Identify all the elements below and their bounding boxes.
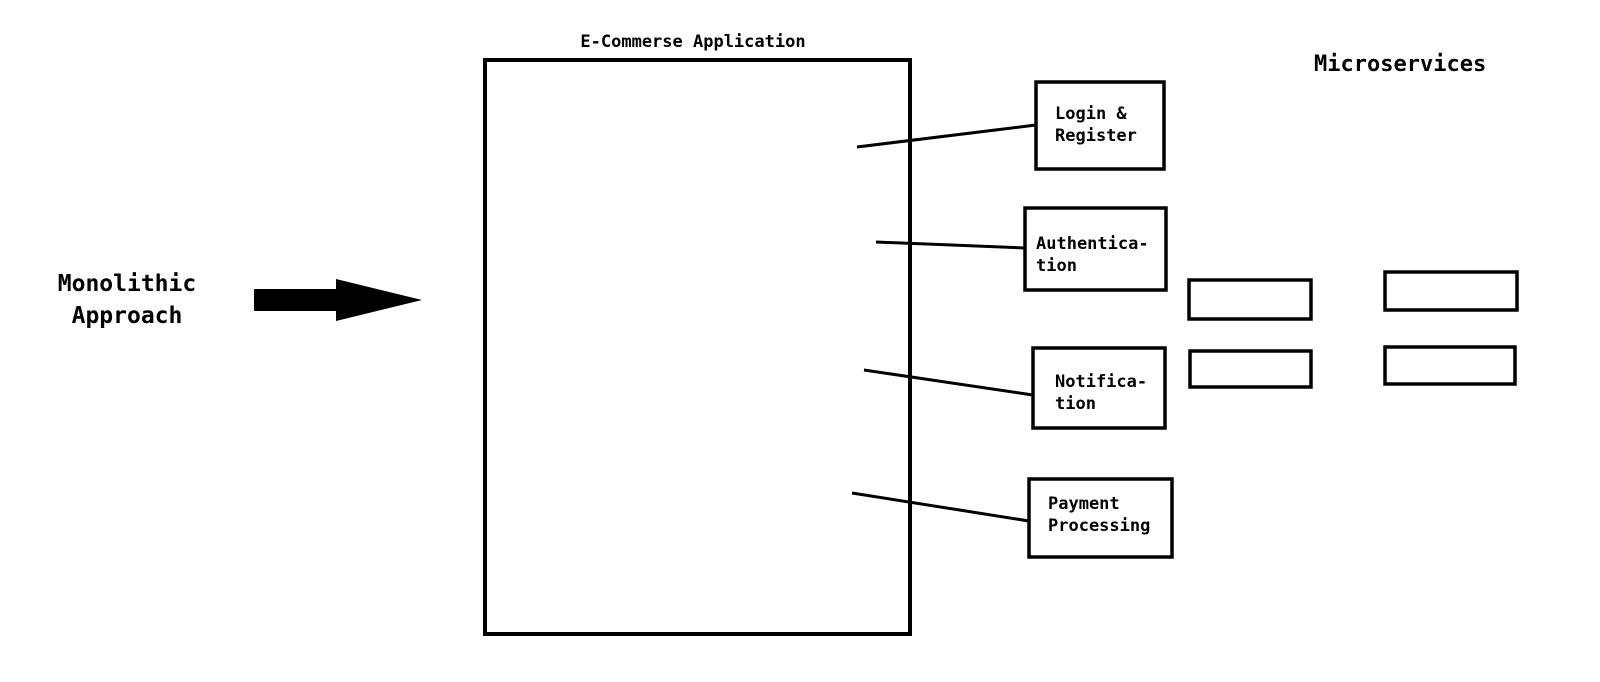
microservice-box bbox=[1188, 349, 1313, 389]
service-label-payment: Payment Processing bbox=[1048, 494, 1151, 536]
microservice-box bbox=[1187, 278, 1313, 321]
connector-payment bbox=[851, 491, 1030, 523]
service-box-payment bbox=[1027, 477, 1174, 559]
connector-notification bbox=[863, 368, 1034, 397]
service-box-login bbox=[1034, 80, 1166, 171]
microservice-box bbox=[1383, 345, 1517, 386]
microservices-title: Microservices bbox=[1314, 52, 1487, 77]
service-label-authentication: Authentica- tion bbox=[1036, 234, 1149, 276]
service-label-login: Login & Register bbox=[1055, 104, 1137, 146]
connector-authentication bbox=[875, 240, 1026, 250]
application-title: E-Commerse Application bbox=[580, 32, 806, 52]
service-box-authentication bbox=[1023, 206, 1168, 292]
microservice-box bbox=[1383, 270, 1519, 312]
ecommerce-application-box bbox=[483, 58, 912, 636]
connector-login bbox=[856, 123, 1037, 149]
service-label-notification: Notifica- tion bbox=[1055, 372, 1148, 414]
service-box-notification bbox=[1031, 346, 1167, 430]
monolithic-approach-label: Monolithic Approach bbox=[57, 271, 197, 329]
arrow-icon bbox=[254, 279, 422, 321]
